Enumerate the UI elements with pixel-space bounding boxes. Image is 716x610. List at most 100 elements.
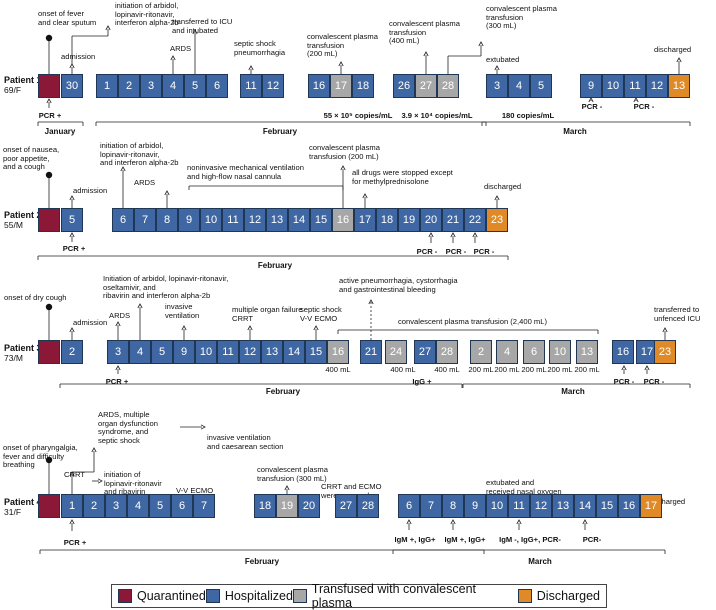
p1-test-pcr-neg-2: PCR - [633, 102, 655, 111]
p2-day-cell: 15 [310, 208, 332, 232]
p3-annotation-admission: admission [73, 318, 108, 327]
p3-day-cell: 10 [549, 340, 571, 364]
p1-day-cell: 18 [352, 74, 374, 98]
p1-test-viral-load-3: 180 copies/mL [501, 111, 555, 120]
p3-day-cell: 2 [61, 340, 83, 364]
p1-day-cell: 16 [308, 74, 330, 98]
arrowhead [200, 424, 206, 430]
p3-day-cell: 6 [523, 340, 545, 364]
p1-day-cell: 12 [262, 74, 284, 98]
p4-day-cell: 5 [149, 494, 171, 518]
p4-month-march: March [528, 557, 552, 566]
p4-day-cell: 13 [552, 494, 574, 518]
p3-month-february: February [265, 387, 301, 396]
p3-day-cell: 23 [654, 340, 676, 364]
p2-annotation-discharged: discharged [484, 182, 522, 191]
p1-day-cell: 30 [61, 74, 83, 98]
p1-month-march: March [563, 127, 587, 136]
p4-day-cell: 4 [127, 494, 149, 518]
p3-test-pcr-neg-1: PCR - [613, 377, 635, 386]
arrowhead [621, 365, 627, 371]
p3-day-cell: 12 [239, 340, 261, 364]
p4-day-cell: 8 [442, 494, 464, 518]
p2-annotation-onset: onset of nausea,poor appetite,and a coug… [3, 145, 60, 172]
p4-test-pcr-pos: PCR + [63, 538, 87, 547]
p4-day-cell: 27 [335, 494, 357, 518]
p3-month-march: March [561, 387, 585, 396]
p3-day-cell: 4 [129, 340, 151, 364]
p2-test-pcr-neg-1: PCR - [416, 247, 438, 256]
p4-day-cell: 15 [596, 494, 618, 518]
p2-day-cell: 13 [266, 208, 288, 232]
p2-month-february: February [257, 261, 293, 270]
p1-day-cell: 13 [668, 74, 690, 98]
p3-day-cell: 13 [261, 340, 283, 364]
p3-plasma-volume-label: 200 mL [468, 365, 494, 374]
p1-day-cell: 6 [206, 74, 228, 98]
p2-day-cell: 23 [486, 208, 508, 232]
p1-test-viral-load-2: 3.9 × 10⁴ copies/mL [401, 111, 473, 120]
p1-day-cell: 10 [602, 74, 624, 98]
arrowhead [97, 478, 103, 484]
p2-day-cell: 20 [420, 208, 442, 232]
p1-day-cell: 5 [184, 74, 206, 98]
arrowhead [494, 65, 500, 71]
onset-marker [45, 456, 53, 464]
p3-day-cell: 17 [636, 340, 658, 364]
arrowhead [69, 519, 75, 525]
onset-marker [45, 34, 53, 42]
arrowhead [338, 61, 344, 67]
arrowhead [313, 325, 319, 331]
p4-day-cell: 11 [508, 494, 530, 518]
p1-test-pcr-neg-1: PCR - [581, 102, 603, 111]
p4-day-cell: 16 [618, 494, 640, 518]
p2-day-cell: 5 [61, 208, 83, 232]
p3-plasma-volume-label: 400 mL [434, 365, 460, 374]
arrowhead [115, 321, 121, 327]
arrowhead [368, 299, 374, 305]
p1-day-cell: 12 [646, 74, 668, 98]
p1-day-cell: 3 [140, 74, 162, 98]
p2-day-cell: 9 [178, 208, 200, 232]
p4-day-cell: 7 [420, 494, 442, 518]
arrowhead [181, 325, 187, 331]
arrowhead [137, 303, 143, 309]
arrowhead [588, 97, 594, 103]
p3-day-cell: 16 [327, 340, 349, 364]
legend-item-discharged: Discharged [517, 589, 600, 603]
p1-annotation-discharged: discharged [654, 45, 692, 54]
arrowhead [494, 195, 500, 201]
p2-day-cell [38, 208, 60, 232]
p3-test-pcr-pos: PCR + [105, 377, 129, 386]
p3-plasma-volume-label: 400 mL [390, 365, 416, 374]
p1-annotation-extubated: extubated [486, 55, 520, 64]
p4-day-cell: 9 [464, 494, 486, 518]
p3-day-cell: 15 [305, 340, 327, 364]
p1-test-viral-load-1: 55 × 10⁵ copies/mL [323, 111, 393, 120]
p4-day-cell: 2 [83, 494, 105, 518]
p1-day-cell: 11 [240, 74, 262, 98]
p1-day-cell: 26 [393, 74, 415, 98]
p2-day-cell: 17 [354, 208, 376, 232]
arrowhead [633, 97, 639, 103]
p3-day-cell: 21 [360, 340, 382, 364]
arrowhead [105, 25, 111, 31]
p1-day-cell: 9 [580, 74, 602, 98]
p3-day-cell: 3 [107, 340, 129, 364]
